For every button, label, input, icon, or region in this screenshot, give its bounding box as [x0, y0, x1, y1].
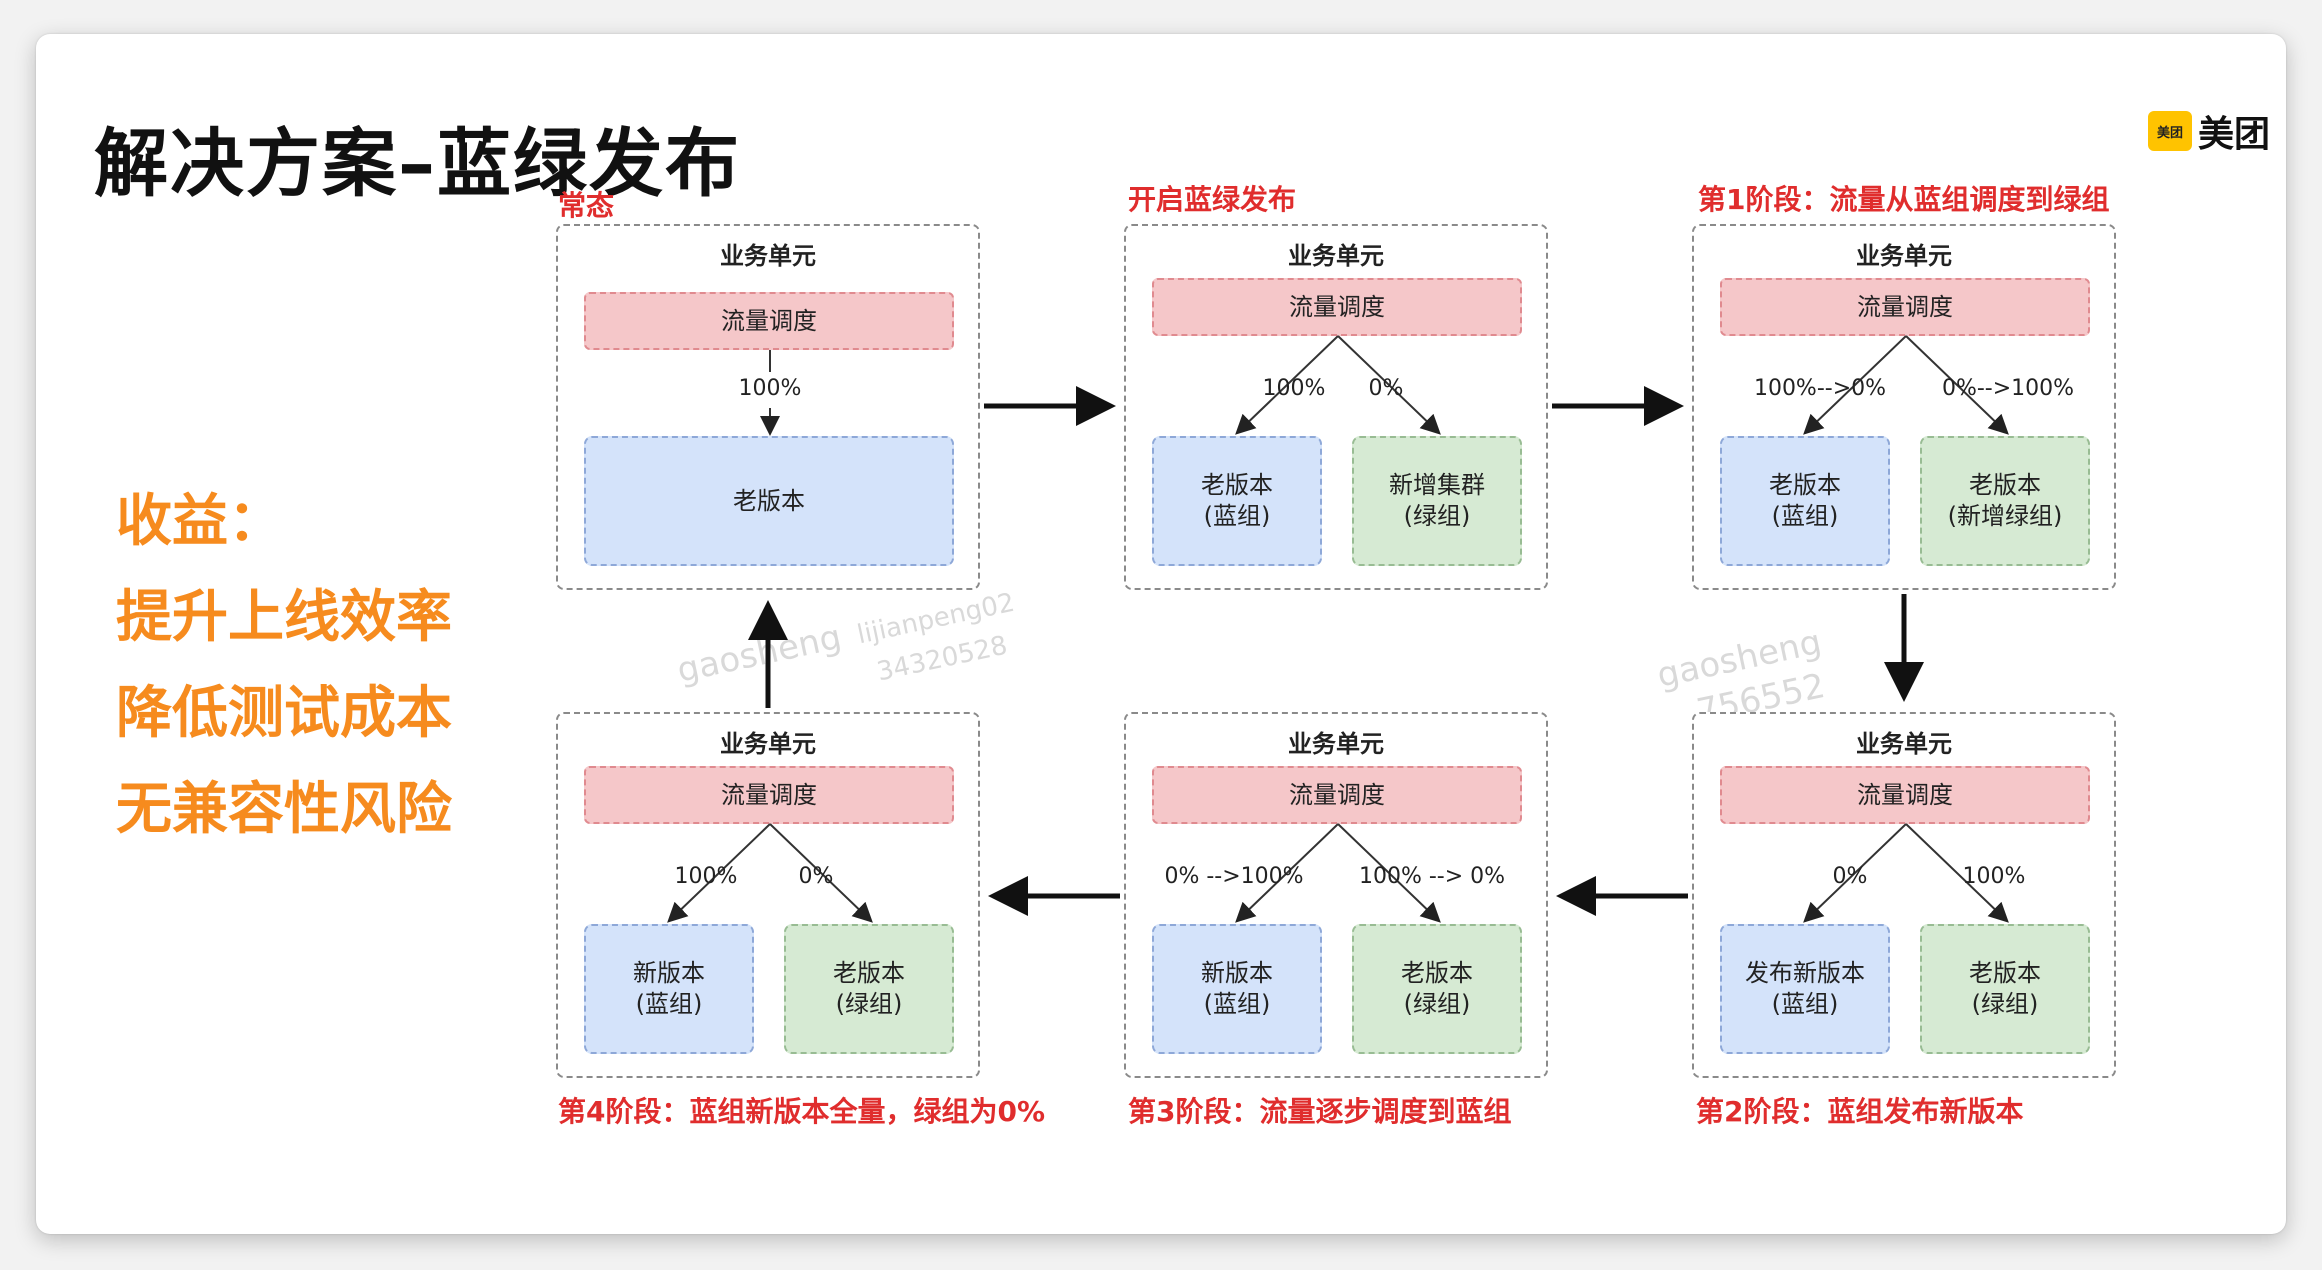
green-group-box: 老版本(绿组)	[784, 924, 954, 1054]
routing-arrows	[667, 823, 873, 923]
routing-arrows	[1235, 335, 1441, 435]
flow-arrows	[748, 386, 1924, 916]
blue-group-box: 老版本(蓝组)	[1152, 436, 1322, 566]
green-group-box: 老版本(绿组)	[1920, 924, 2090, 1054]
old-version-box: 老版本	[584, 436, 954, 566]
unit-label: 业务单元	[1288, 730, 1384, 758]
business-unit-phase4: 业务单元 流量调度 100% 0% 新版本(蓝组) 老版本(绿组)	[556, 712, 980, 1078]
traffic-scheduler: 流量调度	[1152, 766, 1522, 824]
blue-traffic-percent: 100%	[674, 864, 738, 889]
green-traffic-percent: 0%	[1368, 376, 1404, 401]
benefit-item: 无兼容性风险	[116, 777, 452, 842]
routing-arrows	[1803, 823, 2009, 923]
benefit-item: 降低测试成本	[116, 681, 452, 746]
business-unit-phase1: 业务单元 流量调度 100%-->0% 0%-->100% 老版本(蓝组) 老版…	[1692, 224, 2116, 590]
blue-traffic-percent: 0% -->100%	[1164, 864, 1304, 889]
blue-group-box: 新版本(蓝组)	[1152, 924, 1322, 1054]
stage-label-phase3: 第3阶段：流量逐步调度到蓝组	[1128, 1095, 1512, 1128]
green-traffic-percent: 0%-->100%	[1941, 376, 2075, 401]
stage-label-start: 开启蓝绿发布	[1128, 183, 1297, 216]
business-unit-phase3: 业务单元 流量调度 0% -->100% 100% --> 0% 新版本(蓝组)…	[1124, 712, 1548, 1078]
green-traffic-percent: 100%	[1962, 864, 2026, 889]
traffic-scheduler: 流量调度	[1720, 278, 2090, 336]
routing-arrows	[1235, 823, 1441, 923]
routing-arrows	[760, 350, 780, 436]
blue-group-box: 老版本(蓝组)	[1720, 436, 1890, 566]
blue-group-box: 发布新版本(蓝组)	[1720, 924, 1890, 1054]
unit-label: 业务单元	[720, 730, 816, 758]
green-traffic-percent: 100% --> 0%	[1358, 864, 1506, 889]
blue-group-box: 新版本(蓝组)	[584, 924, 754, 1054]
business-unit-normal: 业务单元 流量调度 100% 老版本	[556, 224, 980, 590]
logo-text: 美团	[2198, 114, 2271, 155]
benefits-list: 收益： 提升上线效率 降低测试成本 无兼容性风险	[116, 474, 452, 858]
blue-traffic-percent: 100%-->0%	[1753, 376, 1887, 401]
meituan-logo: 美团 美团	[2148, 110, 2270, 155]
traffic-scheduler: 流量调度	[1152, 278, 1522, 336]
green-group-box: 老版本(新增绿组)	[1920, 436, 2090, 566]
stage-label-normal: 常态	[558, 189, 615, 222]
green-group-box: 新增集群(绿组)	[1352, 436, 1522, 566]
stage-label-phase2: 第2阶段：蓝组发布新版本	[1696, 1095, 2024, 1128]
meituan-logo-icon: 美团	[2148, 111, 2192, 151]
unit-label: 业务单元	[1856, 730, 1952, 758]
stage-label-phase4: 第4阶段：蓝组新版本全量，绿组为0%	[558, 1095, 1046, 1128]
traffic-percent: 100%	[738, 376, 802, 401]
slide: 解决方案–蓝绿发布 美团 美团 收益： 提升上线效率 降低测试成本 无兼容性风险…	[36, 34, 2286, 1234]
traffic-scheduler: 流量调度	[584, 292, 954, 350]
unit-label: 业务单元	[720, 242, 816, 270]
traffic-scheduler: 流量调度	[584, 766, 954, 824]
routing-arrows	[1803, 335, 2009, 435]
blue-traffic-percent: 0%	[1832, 864, 1868, 889]
page-title: 解决方案–蓝绿发布	[94, 121, 741, 207]
unit-label: 业务单元	[1288, 242, 1384, 270]
green-traffic-percent: 0%	[798, 864, 834, 889]
business-unit-phase2: 业务单元 流量调度 0% 100% 发布新版本(蓝组) 老版本(绿组)	[1692, 712, 2116, 1078]
benefits-heading: 收益：	[116, 489, 284, 554]
business-unit-start: 业务单元 流量调度 100% 0% 老版本(蓝组) 新增集群(绿组)	[1124, 224, 1548, 590]
stage-label-phase1: 第1阶段：流量从蓝组调度到绿组	[1698, 183, 2110, 216]
traffic-scheduler: 流量调度	[1720, 766, 2090, 824]
green-group-box: 老版本(绿组)	[1352, 924, 1522, 1054]
benefit-item: 提升上线效率	[116, 585, 452, 650]
unit-label: 业务单元	[1856, 242, 1952, 270]
blue-traffic-percent: 100%	[1262, 376, 1326, 401]
